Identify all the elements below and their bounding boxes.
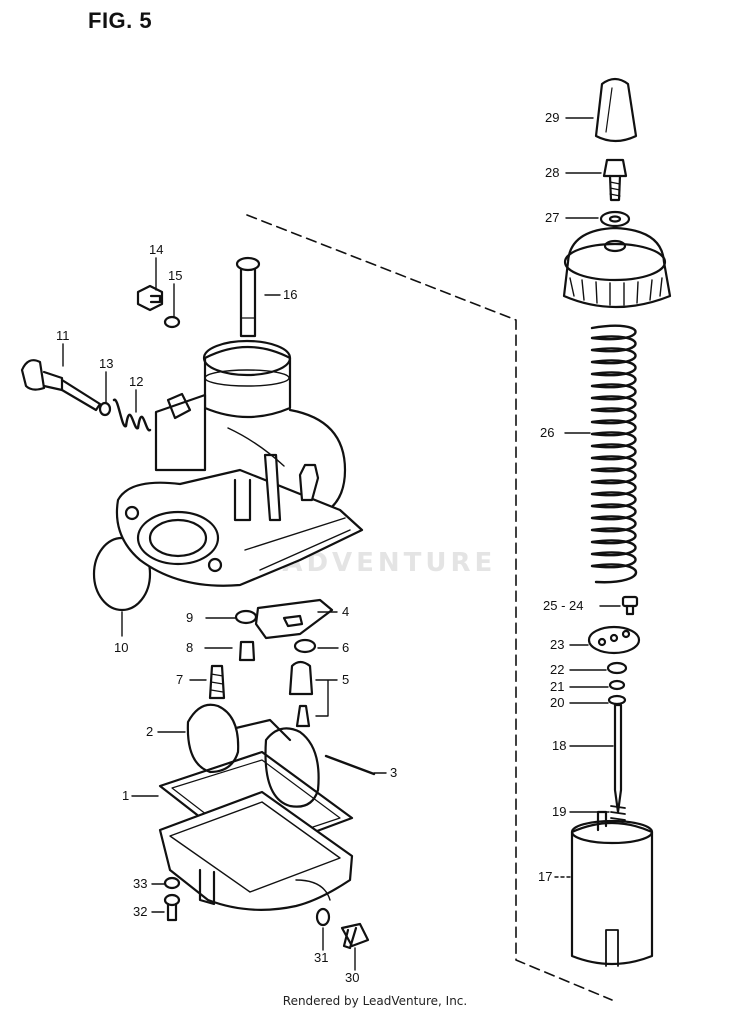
part-14-bolt — [136, 284, 164, 312]
callout-19: 19 — [552, 804, 566, 819]
part-7-needle-jet — [208, 664, 226, 700]
part-32-screw — [163, 893, 181, 922]
part-13-o-ring — [98, 401, 112, 417]
callout-25-24: 25 - 24 — [543, 598, 583, 613]
part-3-float-pin — [324, 754, 376, 776]
figure-title: FIG. 5 — [88, 8, 153, 33]
callout-1: 1 — [122, 788, 129, 803]
callout-10: 10 — [114, 640, 128, 655]
callout-20: 20 — [550, 695, 564, 710]
carb-top-cap — [562, 226, 672, 309]
part-6-o-ring — [293, 638, 317, 654]
callout-26: 26 — [540, 425, 554, 440]
callout-6: 6 — [342, 640, 349, 655]
callout-30: 30 — [345, 970, 359, 985]
part-17-throttle-valve — [570, 810, 654, 967]
part-33-washer — [163, 876, 181, 890]
part-4-plate — [254, 598, 334, 640]
callout-21: 21 — [550, 679, 564, 694]
callout-32: 32 — [133, 904, 147, 919]
part-9-washer — [234, 609, 258, 625]
callout-27: 27 — [545, 210, 559, 225]
part-15-washer — [163, 315, 181, 329]
part-23-plate — [587, 625, 641, 655]
part-19-spring — [610, 805, 626, 827]
callout-28: 28 — [545, 165, 559, 180]
part-18-jet-needle — [613, 703, 623, 814]
callout-labels: 29 28 27 26 25 - 24 23 22 21 20 18 19 17… — [56, 110, 583, 985]
callout-5: 5 — [342, 672, 349, 687]
carburetor-body — [115, 339, 364, 587]
callout-15: 15 — [168, 268, 182, 283]
leader-lines — [62, 117, 621, 971]
callout-17: 17 — [538, 869, 552, 884]
part-12-spring — [112, 398, 152, 432]
callout-9: 9 — [186, 610, 193, 625]
callout-8: 8 — [186, 640, 193, 655]
callout-29: 29 — [545, 110, 559, 125]
float-chamber — [158, 790, 354, 911]
callout-12: 12 — [129, 374, 143, 389]
part-11-air-screw — [20, 359, 102, 412]
part-5-needle-valve — [288, 660, 314, 728]
callout-22: 22 — [550, 662, 564, 677]
assembly-guide-line — [246, 214, 613, 1001]
part-21-clip — [608, 679, 626, 691]
callout-16: 16 — [283, 287, 297, 302]
callout-7: 7 — [176, 672, 183, 687]
callout-3: 3 — [390, 765, 397, 780]
part-26-spring — [590, 324, 638, 584]
part-31-washer — [315, 907, 331, 927]
part-30-drain-plug — [340, 922, 370, 950]
part-24-screw — [621, 595, 639, 616]
part-27-nut — [599, 210, 631, 228]
part-22-clip — [606, 661, 628, 675]
part-28-adjuster — [602, 158, 628, 202]
callout-33: 33 — [133, 876, 147, 891]
callout-14: 14 — [149, 242, 163, 257]
callout-13: 13 — [99, 356, 113, 371]
callout-11: 11 — [56, 328, 70, 343]
part-8-pilot-jet — [238, 640, 256, 662]
callout-18: 18 — [552, 738, 566, 753]
callout-23: 23 — [550, 637, 564, 652]
part-16-starter-plunger — [235, 256, 261, 338]
part-29-cap — [594, 77, 638, 143]
footer-credit: Rendered by LeadVenture, Inc. — [282, 994, 468, 1008]
callout-4: 4 — [342, 604, 349, 619]
callout-2: 2 — [146, 724, 153, 739]
part-20-washer — [607, 694, 627, 706]
part-2-float — [186, 703, 320, 808]
callout-31: 31 — [314, 950, 328, 965]
